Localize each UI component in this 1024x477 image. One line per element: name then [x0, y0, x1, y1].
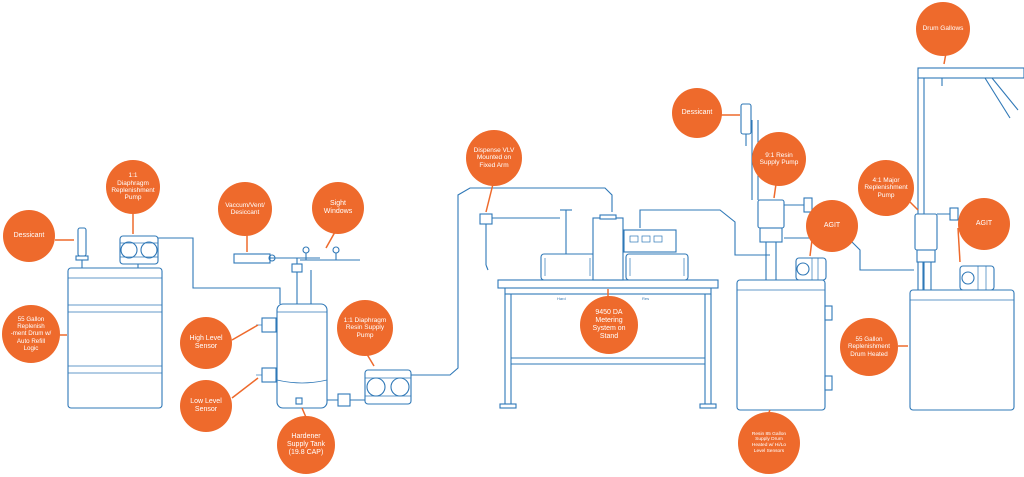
dispense-valve [479, 213, 560, 271]
vent-desiccant-assembly [233, 246, 360, 304]
major-replenishment-pump [914, 207, 959, 290]
resin-supply-drum [736, 279, 833, 411]
callout-high-level-sensor: High Level Sensor [180, 317, 232, 369]
resin-supply-pump [751, 120, 813, 280]
callout-metering-system: 9450 DA Metering System on Stand [580, 296, 638, 354]
replenishment-drum-heated [909, 289, 1015, 411]
callout-drum-gallows: Drum Gallows [916, 2, 970, 56]
callout-sight-windows: Sight Windows [312, 182, 364, 234]
callout-diaphragm-replenishment-pump: 1:1 Diaphragm Replenishment Pump [106, 160, 160, 214]
diaphragm-pump-right [337, 369, 412, 407]
callout-low-level-sensor: Low Level Sensor [180, 380, 232, 432]
callout-replenishment-drum-heated: 55 Gallon Replenishment Drum Heated [840, 318, 898, 376]
callout-diaphragm-resin-supply-pump: 1:1 Diaphragm Resin Supply Pump [337, 300, 393, 356]
hardener-supply-tank [256, 303, 328, 409]
callout-hardener-supply-tank: Hardener Supply Tank (19.8 CAP) [277, 416, 335, 474]
callout-resin-supply-drum: Resin 85 Gallon Supply Drum Heated w/ Hi… [738, 412, 800, 474]
callout-desiccant-right: Dessicant [672, 88, 722, 138]
callout-major-replenishment-pump: 4:1 Major Replenishment Pump [858, 160, 914, 216]
metering-system [540, 209, 689, 281]
stand-label-hard: Hard [557, 296, 566, 301]
callout-agit-center: AGIT [806, 200, 858, 252]
agitator-center [795, 257, 827, 281]
desiccant-cartridge-right [740, 103, 752, 146]
callout-agit-right: AGIT [958, 198, 1010, 250]
desiccant-cartridge-left [75, 227, 89, 268]
stand-label-res: Res [642, 296, 650, 301]
replenishment-drum-left [67, 267, 163, 409]
agitator-right [959, 265, 995, 291]
callout-drum-replenishment: 55 Gallon Replenish -ment Drum w/ Auto R… [2, 305, 60, 363]
diaphragm-pump-left [119, 235, 159, 268]
callout-vacuum-vent-desiccant: Vaccum/Vent/ Desiccant [218, 182, 272, 236]
callout-dispense-valve: Dispense VLV Mounted on Fixed Arm [466, 130, 522, 186]
callout-desiccant-left: Dessicant [3, 210, 55, 262]
callout-resin-supply-pump: 9:1 Resin Supply Pump [752, 132, 806, 186]
